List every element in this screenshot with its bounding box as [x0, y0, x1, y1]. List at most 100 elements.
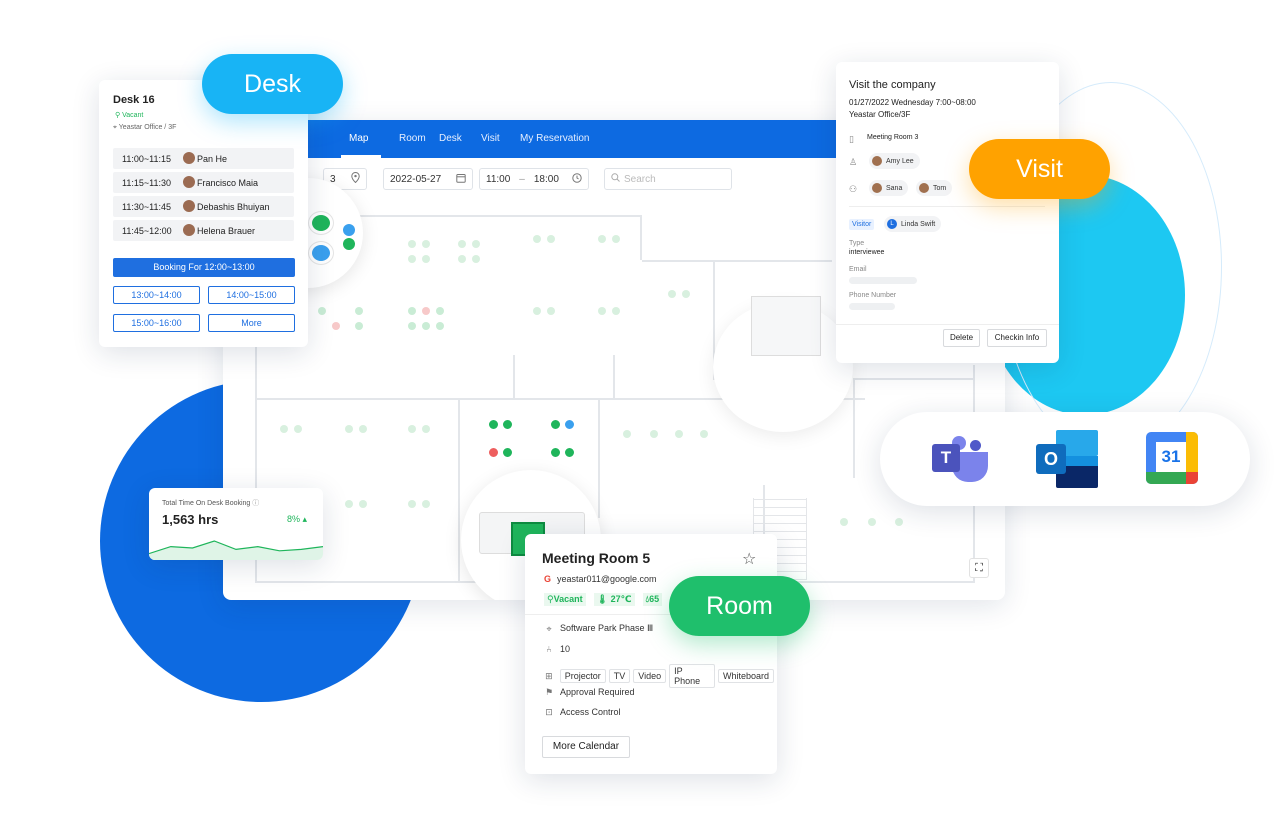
type-label: Type — [849, 240, 865, 247]
avatar — [872, 156, 882, 166]
booking-primary-button[interactable]: Booking For 12:00~13:00 — [113, 258, 295, 277]
tab-map[interactable]: Map — [349, 133, 369, 144]
trend-up-icon: ▴ — [302, 514, 308, 524]
search-placeholder: Search — [624, 173, 656, 185]
stats-label: Total Time On Desk Booking ⓘ — [162, 500, 260, 507]
fullscreen-icon: ⛶ — [975, 562, 983, 574]
thermometer-icon: 🌡︎ — [596, 594, 609, 604]
start-time-value: 11:00 — [486, 173, 511, 185]
room-capacity: ⑃10 — [544, 644, 570, 654]
tab-visit[interactable]: Visit — [481, 133, 500, 144]
favorite-star-icon[interactable]: ☆ — [742, 551, 757, 568]
facilities-icon: ⊞ — [545, 671, 553, 681]
search-input[interactable]: Search — [604, 168, 732, 190]
room-status: ⚲Vacant — [544, 593, 586, 606]
avatar — [183, 176, 195, 188]
desk-status: ⚲ Vacant — [115, 112, 144, 119]
date-value: 2022-05-27 — [390, 173, 442, 185]
location-pin-icon: ⌖ — [113, 124, 117, 131]
facility-tag: Video — [633, 669, 667, 683]
desk-booking-stats-card: Total Time On Desk Booking ⓘ 1,563 hrs 8… — [149, 488, 323, 560]
desk-pill: Desk — [202, 54, 343, 114]
attendees-icon: ⚇ — [849, 184, 858, 194]
avatar — [183, 200, 195, 212]
fullscreen-button[interactable]: ⛶ — [969, 558, 989, 578]
google-icon: G — [544, 574, 552, 584]
facility-tag: IP Phone — [669, 664, 715, 688]
divider — [525, 614, 777, 615]
host-icon: ♙ — [849, 157, 858, 167]
visit-pill: Visit — [969, 139, 1110, 199]
type-value: interviewee — [849, 249, 885, 256]
room-title: Meeting Room 5 — [542, 550, 651, 566]
visitor-initial-avatar: L — [887, 219, 897, 229]
droplet-icon: 💧︎ — [645, 594, 650, 604]
approval-icon: ⚑ — [544, 687, 554, 697]
facility-tag: TV — [608, 669, 631, 683]
clock-icon — [572, 172, 582, 186]
tab-desk[interactable]: Desk — [439, 133, 462, 144]
email-label: Email — [849, 266, 867, 273]
delete-button[interactable]: Delete — [943, 329, 980, 347]
divider — [836, 324, 1059, 325]
google-calendar-icon[interactable]: 31 — [1146, 432, 1202, 488]
facility-tag: Whiteboard — [717, 669, 774, 683]
help-icon: ⓘ — [252, 500, 260, 507]
tab-room[interactable]: Room — [399, 133, 426, 144]
time-range-picker[interactable]: 11:00 – 18:00 — [479, 168, 589, 190]
desk-location: ⌖ Yeastar Office / 3F — [113, 124, 177, 131]
checkin-info-button[interactable]: Checkin Info — [987, 329, 1047, 347]
date-picker[interactable]: 2022-05-27 — [383, 168, 473, 190]
end-time-value: 18:00 — [533, 173, 559, 185]
attendee-chip: Tom — [916, 180, 953, 196]
tab-my-reservation[interactable]: My Reservation — [520, 133, 590, 144]
meeting-table-lens — [713, 296, 853, 432]
time-range-dash: – — [519, 173, 525, 185]
avatar — [872, 183, 882, 193]
desk-detail-card: Desk 16 ⚲ Vacant ⌖ Yeastar Office / 3F 1… — [99, 80, 308, 347]
visit-datetime: 01/27/2022 Wednesday 7:00~08:00 — [849, 98, 976, 107]
location-pin-icon — [351, 171, 360, 186]
email-placeholder — [849, 277, 917, 284]
host-chip: Amy Lee — [869, 153, 920, 169]
attendee-chip: Sana — [869, 180, 909, 196]
slot-button[interactable]: 13:00~14:00 — [113, 286, 200, 304]
vacant-icon: ⚲ — [547, 594, 554, 604]
avatar — [919, 183, 929, 193]
search-icon — [611, 173, 620, 185]
humidity: 💧︎65 — [642, 593, 663, 606]
phone-label: Phone Number — [849, 292, 897, 299]
lock-icon: ⊡ — [545, 707, 553, 717]
room-approval: ⚑Approval Required — [544, 687, 635, 697]
visit-title: Visit the company — [849, 79, 936, 91]
phone-placeholder — [849, 303, 895, 310]
slot-button[interactable]: 15:00~16:00 — [113, 314, 200, 332]
stats-change: 8% ▴ — [287, 514, 308, 524]
avatar — [183, 224, 195, 236]
room-pill: Room — [669, 576, 810, 636]
teams-icon[interactable]: T — [932, 432, 988, 488]
visitor-chip: L Linda Swift — [884, 216, 942, 232]
more-slots-button[interactable]: More — [208, 314, 295, 332]
room-location: ⌖Software Park Phase Ⅲ — [544, 623, 653, 634]
vacant-icon: ⚲ — [115, 112, 121, 119]
desk-title: Desk 16 — [113, 94, 155, 106]
integrations-bar: T O 31 — [880, 412, 1250, 506]
visitor-tag: Visitor — [849, 219, 875, 230]
trend-sparkline — [149, 540, 323, 560]
sparkline-area — [149, 541, 323, 560]
visit-room: Meeting Room 3 — [867, 134, 919, 141]
room-access: ⊡Access Control — [545, 707, 621, 717]
temperature: 🌡︎ 27℃ — [593, 593, 635, 606]
room-facilities: ⊞ Projector TV Video IP Phone Whiteboard — [544, 664, 777, 688]
slot-button[interactable]: 14:00~15:00 — [208, 286, 295, 304]
more-calendar-button[interactable]: More Calendar — [542, 736, 630, 758]
outlook-icon[interactable]: O — [1036, 430, 1098, 488]
visit-place: Yeastar Office/3F — [849, 110, 911, 119]
